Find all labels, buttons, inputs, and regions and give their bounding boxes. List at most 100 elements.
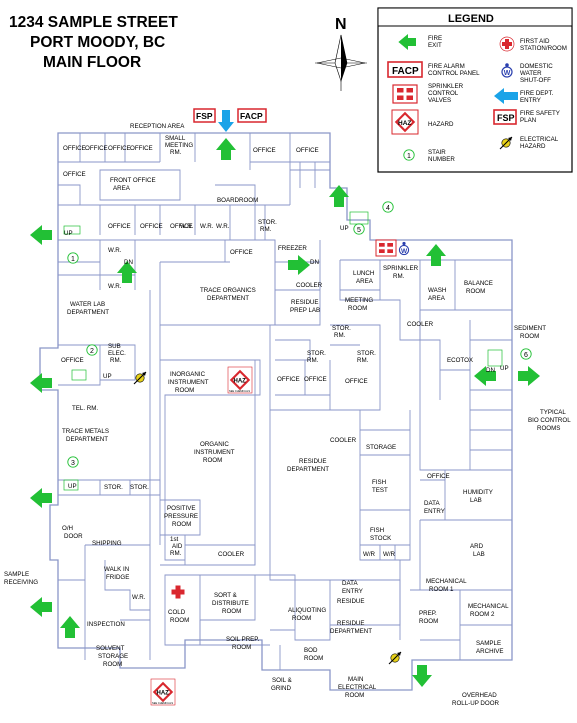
room-label: WATER LAB [70,301,105,308]
room-label: TEL. RM. [72,405,98,412]
facp-marker-text: FACP [240,111,263,121]
first-aid-icon [499,36,515,52]
room-label: ROOM [103,661,122,668]
room-label: W.R. [200,223,214,230]
markers: FSP FACP 1 2 3 [30,108,540,706]
fire-exit-arrow-icon [412,665,432,687]
legend-first-aid-line2: STATION/ROOM [520,45,567,52]
room-label: ROLL-UP DOOR [452,700,500,707]
room-label: OFFICE [345,378,368,385]
room-label: PREP LAB [290,307,320,314]
room-label: STORAGE [366,444,396,451]
room-label: TRACE METALS [62,428,109,435]
room-label: W.R. [108,247,122,254]
room-label: W.R. [132,594,146,601]
room-label: OFFICE [130,145,153,152]
room-label: OFFICE [63,171,86,178]
room-label: ROOM [175,387,194,394]
fire-exit-arrow-icon [216,138,236,160]
svg-text:W: W [401,248,408,255]
room-label: RESIDUE [299,458,327,465]
room-label: ROOM [520,333,539,340]
room-label: OFFICE [170,223,193,230]
room-label: W.R. [180,223,194,230]
room-label: SUB [108,343,121,350]
room-label: ARD [470,543,484,550]
room-label: DATA [342,580,358,587]
room-label: RECEPTION AREA [130,123,185,130]
svg-text:6: 6 [524,352,528,359]
svg-text:UP: UP [500,365,509,372]
room-label: OFFICE [140,223,163,230]
room-label: LUNCH [353,270,374,277]
room-label: DEPARTMENT [66,436,108,443]
legend-first-aid: FIRST AID STATION/ROOM [499,36,567,52]
legend-facp-line1: FIRE ALARM [428,63,465,70]
room-label: SORT & [214,592,238,599]
room-label: TRACE ORGANICS [200,287,256,294]
room-label: AREA [356,278,374,285]
room-label: OFFICE [63,145,86,152]
fire-exit-arrow-icon [60,616,80,638]
room-label: SHIPPING [92,540,122,547]
room-label: HUMIDITY [463,489,493,496]
room-label: INSPECTION [87,621,125,628]
room-label: MECHANICAL [468,603,509,610]
room-label: DATA [424,500,440,507]
room-label: AREA [113,185,131,192]
svg-text:4: 4 [386,205,390,212]
room-label: COOLER [296,282,323,289]
room-label: ROOM 1 [429,586,454,593]
legend-sprinkler-line2: CONTROL [428,90,459,97]
room-label: RM. [357,357,369,364]
legend-sprinkler-line1: SPRINKLER [428,83,464,90]
legend-sprinkler: SPRINKLER CONTROL VALVES [392,83,464,104]
room-label: W.R. [108,283,122,290]
room-label: DEPARTMENT [287,466,329,473]
title-block: 1234 SAMPLE STREET PORT MOODY, BC MAIN F… [9,14,178,71]
room-label: OFFICE [304,376,327,383]
room-label: ROOM [304,655,323,662]
room-label: RESIDUE [337,620,365,627]
room-label: OFFICE [85,145,108,152]
facp-badge: FACP [392,66,419,77]
room-label: ROOM [348,305,367,312]
room-label: STOR. [307,350,326,357]
legend-electrical: ELECTRICAL HAZARD [499,136,559,150]
legend-fire-exit: FIRE EXIT [398,34,442,50]
room-label: AID [172,543,183,550]
room-label: 1st [170,536,179,543]
legend-stair-line2: NUMBER [428,156,455,163]
room-label: ROOM [419,618,438,625]
room-label: FREEZER [278,245,307,252]
legend-heading: LEGEND [448,13,494,25]
hazard-icon: HAZ SEE CHEMICALS [227,366,253,394]
room-label: COLD [168,609,186,616]
legend-fire-exit-line2: EXIT [428,42,442,49]
legend-hazard-label: HAZARD [428,121,454,128]
room-label: INSTRUMENT [194,449,235,456]
svg-text:5: 5 [357,227,361,234]
room-label: ARCHIVE [476,648,504,655]
svg-text:HAZ: HAZ [234,379,247,385]
electrical-hazard-icon [388,651,402,665]
svg-text:DN: DN [310,259,319,266]
room-label: DOOR [64,533,83,540]
room-label: STOR. [258,219,277,226]
room-label: RESIDUE [291,299,319,306]
room-label: OFFICE [61,357,84,364]
room-label: FRIDGE [106,574,129,581]
room-label: SAMPLE [476,640,501,647]
legend-water-line3: SHUT-OFF [520,77,551,84]
facp-marker [237,108,267,123]
legend-fsp-line1: FIRE SAFETY [520,110,560,117]
svg-text:HAZ: HAZ [157,691,170,697]
fsp-marker-text: FSP [196,111,213,121]
room-label: WALK IN [104,566,129,573]
room-label: ROOM [222,608,241,615]
room-label: OFFICE [277,376,300,383]
legend-fire-exit-line1: FIRE [428,35,442,42]
legend: LEGEND FIRE EXIT FIRST AID STATION/ROOM … [377,7,573,173]
fsp-badge: FSP [497,113,515,123]
